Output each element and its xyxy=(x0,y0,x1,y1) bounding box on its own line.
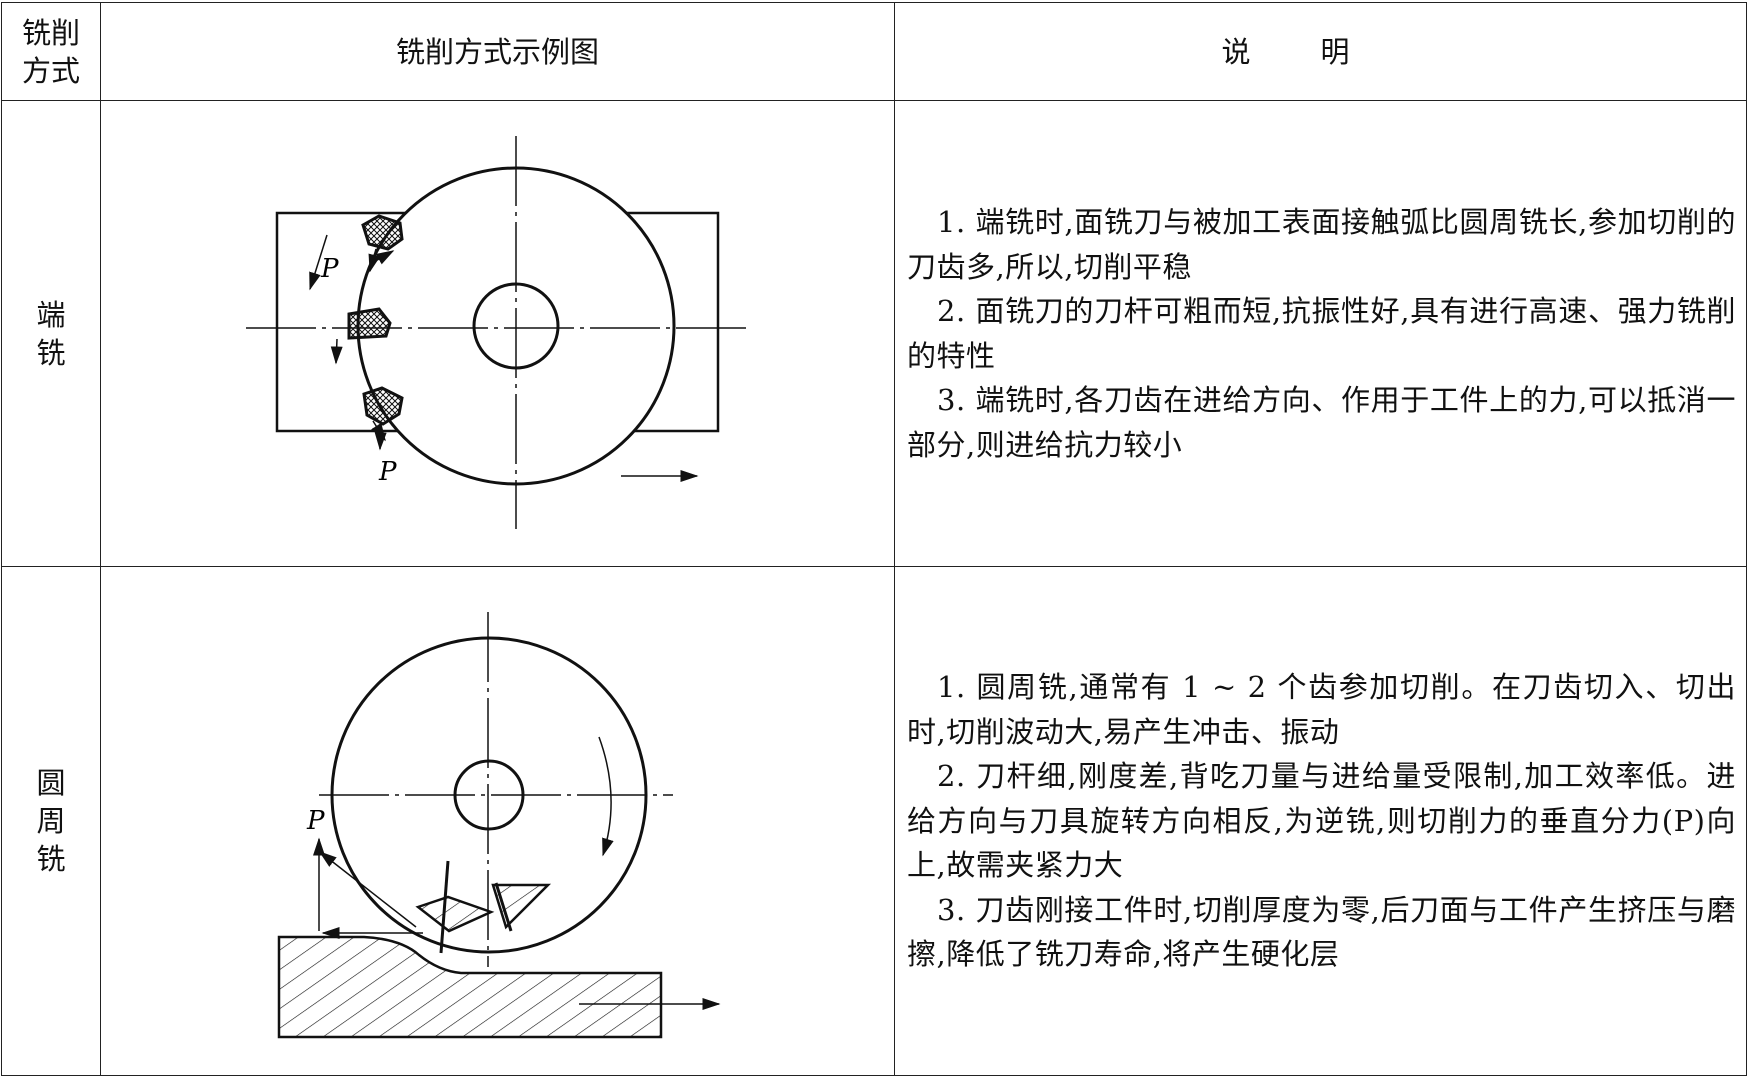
header-row: 铣削 方式 铣削方式示例图 说明 xyxy=(1,2,1747,101)
face-milling-point-1: 1. 端铣时,面铣刀与被加工表面接触弧比圆周铣长,参加切削的刀齿多,所以,切削平… xyxy=(907,205,1736,284)
table-row-face-milling: 端 铣 xyxy=(1,100,1747,567)
method-peripheral-line-2: 周 xyxy=(36,804,66,838)
cutter-tooth-3 xyxy=(362,386,404,426)
force-arrow-2 xyxy=(309,234,328,291)
force-arrow-1b xyxy=(371,250,395,265)
header-method-line-2: 方式 xyxy=(21,53,80,88)
peripheral-point-2: 2. 刀杆细,刚度差,背吃刀量与进给量受限制,加工效率低。进给方向与刀具旋转方向… xyxy=(907,759,1736,883)
cutter-tooth-1 xyxy=(361,214,404,251)
header-description: 说明 xyxy=(894,2,1747,101)
method-face-milling-line-1: 端 xyxy=(36,297,66,332)
method-peripheral-line-1: 圆 xyxy=(36,766,66,800)
header-method-line-1: 铣削 xyxy=(21,15,80,50)
tooth-edge-left xyxy=(439,860,450,954)
table-row-peripheral-milling: 圆 周 铣 xyxy=(1,566,1747,1076)
rotation-arrow xyxy=(598,736,614,857)
method-peripheral-line-3: 铣 xyxy=(36,842,66,876)
method-peripheral-milling: 圆 周 铣 xyxy=(1,566,101,1076)
force-arrow-1a xyxy=(368,248,381,273)
peripheral-point-1: 1. 圆周铣,通常有 1 ~ 2 个齿参加切削。在刀齿切入、切出时,切削波动大,… xyxy=(907,670,1736,749)
force-label-p-1: P xyxy=(320,254,339,284)
cutter-tooth-2 xyxy=(347,307,392,340)
cutter-tooth-right xyxy=(491,883,552,930)
force-p-resultant xyxy=(318,851,417,928)
diagram-face-milling: P P xyxy=(100,100,895,567)
header-method: 铣削 方式 xyxy=(1,2,101,101)
peripheral-milling-diagram: P xyxy=(277,612,721,1039)
face-milling-point-3: 3. 端铣时,各刀齿在进给方向、作用于工件上的力,可以抵消一部分,则进给抗力较小 xyxy=(907,383,1736,462)
header-description-text: 说明 xyxy=(1221,34,1420,69)
tooth-edge-right xyxy=(494,882,513,932)
force-label-p: P xyxy=(306,806,325,836)
peripheral-point-3: 3. 刀齿刚接工件时,切削厚度为零,后刀面与工件产生挤压与磨擦,降低了铣刀寿命,… xyxy=(907,892,1736,972)
description-peripheral-milling: 1. 圆周铣,通常有 1 ~ 2 个齿参加切削。在刀齿切入、切出时,切削波动大,… xyxy=(894,566,1747,1076)
method-face-milling: 端 铣 xyxy=(1,100,101,567)
header-diagram: 铣削方式示例图 xyxy=(100,2,895,101)
workpiece-section xyxy=(277,935,663,1039)
cutter-tooth-left xyxy=(415,895,495,933)
force-label-p-2: P xyxy=(378,457,397,487)
face-milling-point-2: 2. 面铣刀的刀杆可粗而短,抗振性好,具有进行高速、强力铣削的特性 xyxy=(907,294,1736,373)
force-arrow-4 xyxy=(374,422,387,451)
force-arrow-5 xyxy=(371,420,386,442)
face-milling-diagram: P P xyxy=(246,136,748,529)
method-face-milling-line-2: 铣 xyxy=(36,335,66,370)
force-arrow-3 xyxy=(330,338,343,365)
description-face-milling: 1. 端铣时,面铣刀与被加工表面接触弧比圆周铣长,参加切削的刀齿多,所以,切削平… xyxy=(894,100,1747,567)
diagram-peripheral-milling: P xyxy=(100,566,895,1076)
